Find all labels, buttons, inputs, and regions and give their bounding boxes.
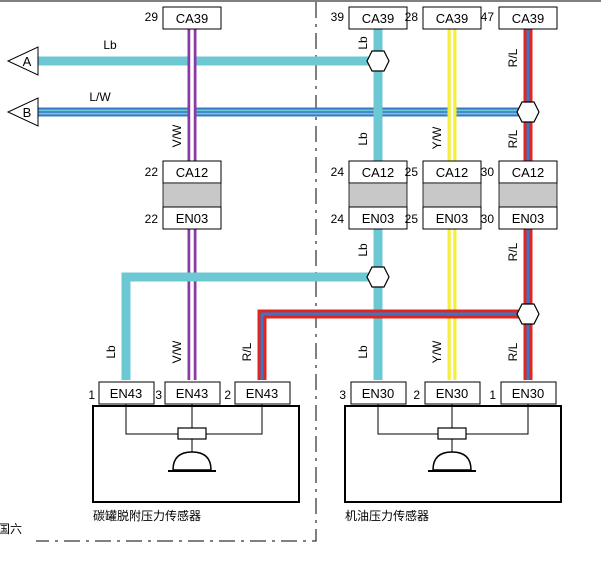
connector-en43-3[interactable]: 3 EN43 xyxy=(155,381,221,405)
ca39-pin: 29 xyxy=(145,10,159,24)
en43-pin: 2 xyxy=(224,388,231,402)
connector-name: EN43 xyxy=(246,386,279,401)
en03-pin: 30 xyxy=(481,212,495,226)
wire-label-rl: R/L xyxy=(506,48,520,67)
connector-name: EN03 xyxy=(512,211,545,226)
wire-label-lw: L/W xyxy=(89,90,111,104)
wire-label-yw: Y/W xyxy=(430,340,444,363)
connector-en43-2[interactable]: 2 EN43 xyxy=(224,381,291,405)
ca12-pin: 30 xyxy=(481,165,495,179)
connector-en30-2[interactable]: 2 EN30 xyxy=(413,381,481,405)
connector-name: EN03 xyxy=(362,211,395,226)
en30-pin: 1 xyxy=(489,388,496,402)
en03-pin: 22 xyxy=(145,212,159,226)
connector-ca39-28[interactable] xyxy=(422,6,482,30)
boundary-dashdot xyxy=(36,2,317,542)
connector-name: CA39 xyxy=(436,11,469,26)
canister-sensor-label: 碳罐脱附压力传感器 xyxy=(93,508,201,523)
connector-name: EN43 xyxy=(110,386,143,401)
connector-name: CA12 xyxy=(436,165,469,180)
wire-label-rl: R/L xyxy=(240,342,254,361)
wire-label-lb: Lb xyxy=(356,243,370,257)
ca39-pin: 28 xyxy=(405,10,419,24)
connector-name: CA39 xyxy=(512,11,545,26)
reference-a-label: A xyxy=(23,54,32,69)
connector-en03-30[interactable] xyxy=(498,206,558,230)
canister-sensor[interactable] xyxy=(92,404,300,503)
connector-stack-24: 24 CA12 24 EN03 xyxy=(331,160,408,230)
connector-name: EN03 xyxy=(436,211,469,226)
connector-ca39-47[interactable] xyxy=(498,6,558,30)
connector-name: CA12 xyxy=(512,165,545,180)
wire-label-rl: R/L xyxy=(506,242,520,261)
en30-pin: 2 xyxy=(413,388,420,402)
en03-pin: 25 xyxy=(405,212,419,226)
connector-mate xyxy=(422,182,482,208)
ca12-pin: 24 xyxy=(331,165,345,179)
wire-lb-en43 xyxy=(121,272,378,380)
splice-node xyxy=(366,266,390,288)
connector-name: EN03 xyxy=(176,211,209,226)
connector-mate xyxy=(498,182,558,208)
connector-stack-25: 25 CA12 25 EN03 xyxy=(405,160,482,230)
connector-mate xyxy=(348,182,408,208)
connector-ca39-29[interactable] xyxy=(162,6,222,30)
connector-name: EN30 xyxy=(362,386,395,401)
wire-label-rl: R/L xyxy=(506,342,520,361)
connector-mate xyxy=(162,182,222,208)
reference-b-label: B xyxy=(23,105,32,120)
en03-pin: 24 xyxy=(331,212,345,226)
en30-pin: 3 xyxy=(339,388,346,402)
oil-pressure-sensor[interactable] xyxy=(344,404,562,503)
connector-name: CA39 xyxy=(362,11,395,26)
connector-name: EN30 xyxy=(512,386,545,401)
wire-label-rl: R/L xyxy=(506,129,520,148)
splice-node xyxy=(516,101,540,123)
wire-label-lb: Lb xyxy=(356,36,370,50)
wire-rl-en43 xyxy=(257,309,528,380)
connector-en03-22[interactable] xyxy=(162,206,222,230)
connector-name: EN43 xyxy=(176,386,209,401)
ca12-pin: 22 xyxy=(145,165,159,179)
connector-ca39-39[interactable] xyxy=(348,6,408,30)
en43-pin: 1 xyxy=(88,388,95,402)
footer-label: 国六 xyxy=(0,522,22,536)
connector-stack-30: 30 CA12 30 EN03 xyxy=(481,160,558,230)
wire-label-yw: Y/W xyxy=(430,126,444,149)
ca12-pin: 25 xyxy=(405,165,419,179)
reference-b[interactable]: B xyxy=(6,97,39,127)
connector-stack-22: 22 CA12 22 EN03 xyxy=(145,160,222,230)
wire-label-lb: Lb xyxy=(356,345,370,359)
connector-en30-1[interactable]: 1 EN30 xyxy=(489,381,557,405)
reference-a[interactable]: A xyxy=(6,46,39,76)
splice-node xyxy=(516,303,540,325)
wire-label-lb: Lb xyxy=(356,132,370,146)
wire-label-vw: V/W xyxy=(170,340,184,363)
wire-label-vw: V/W xyxy=(170,124,184,147)
connector-en43-1[interactable]: 1 EN43 xyxy=(88,381,155,405)
en43-pin: 3 xyxy=(155,388,162,402)
connector-en30-3[interactable]: 3 EN30 xyxy=(339,381,407,405)
connector-name: CA12 xyxy=(362,165,395,180)
connector-name: CA12 xyxy=(176,165,209,180)
wire-label-lb: Lb xyxy=(104,345,118,359)
connector-name: CA39 xyxy=(176,11,209,26)
wire-label-lb: Lb xyxy=(103,38,117,52)
ca39-pin: 47 xyxy=(481,10,495,24)
connector-en03-25[interactable] xyxy=(422,206,482,230)
splice-node xyxy=(366,50,390,72)
connector-name: EN30 xyxy=(436,386,469,401)
ca39-pin: 39 xyxy=(331,10,345,24)
connector-en03-24[interactable] xyxy=(348,206,408,230)
oil-sensor-label: 机油压力传感器 xyxy=(345,508,429,523)
